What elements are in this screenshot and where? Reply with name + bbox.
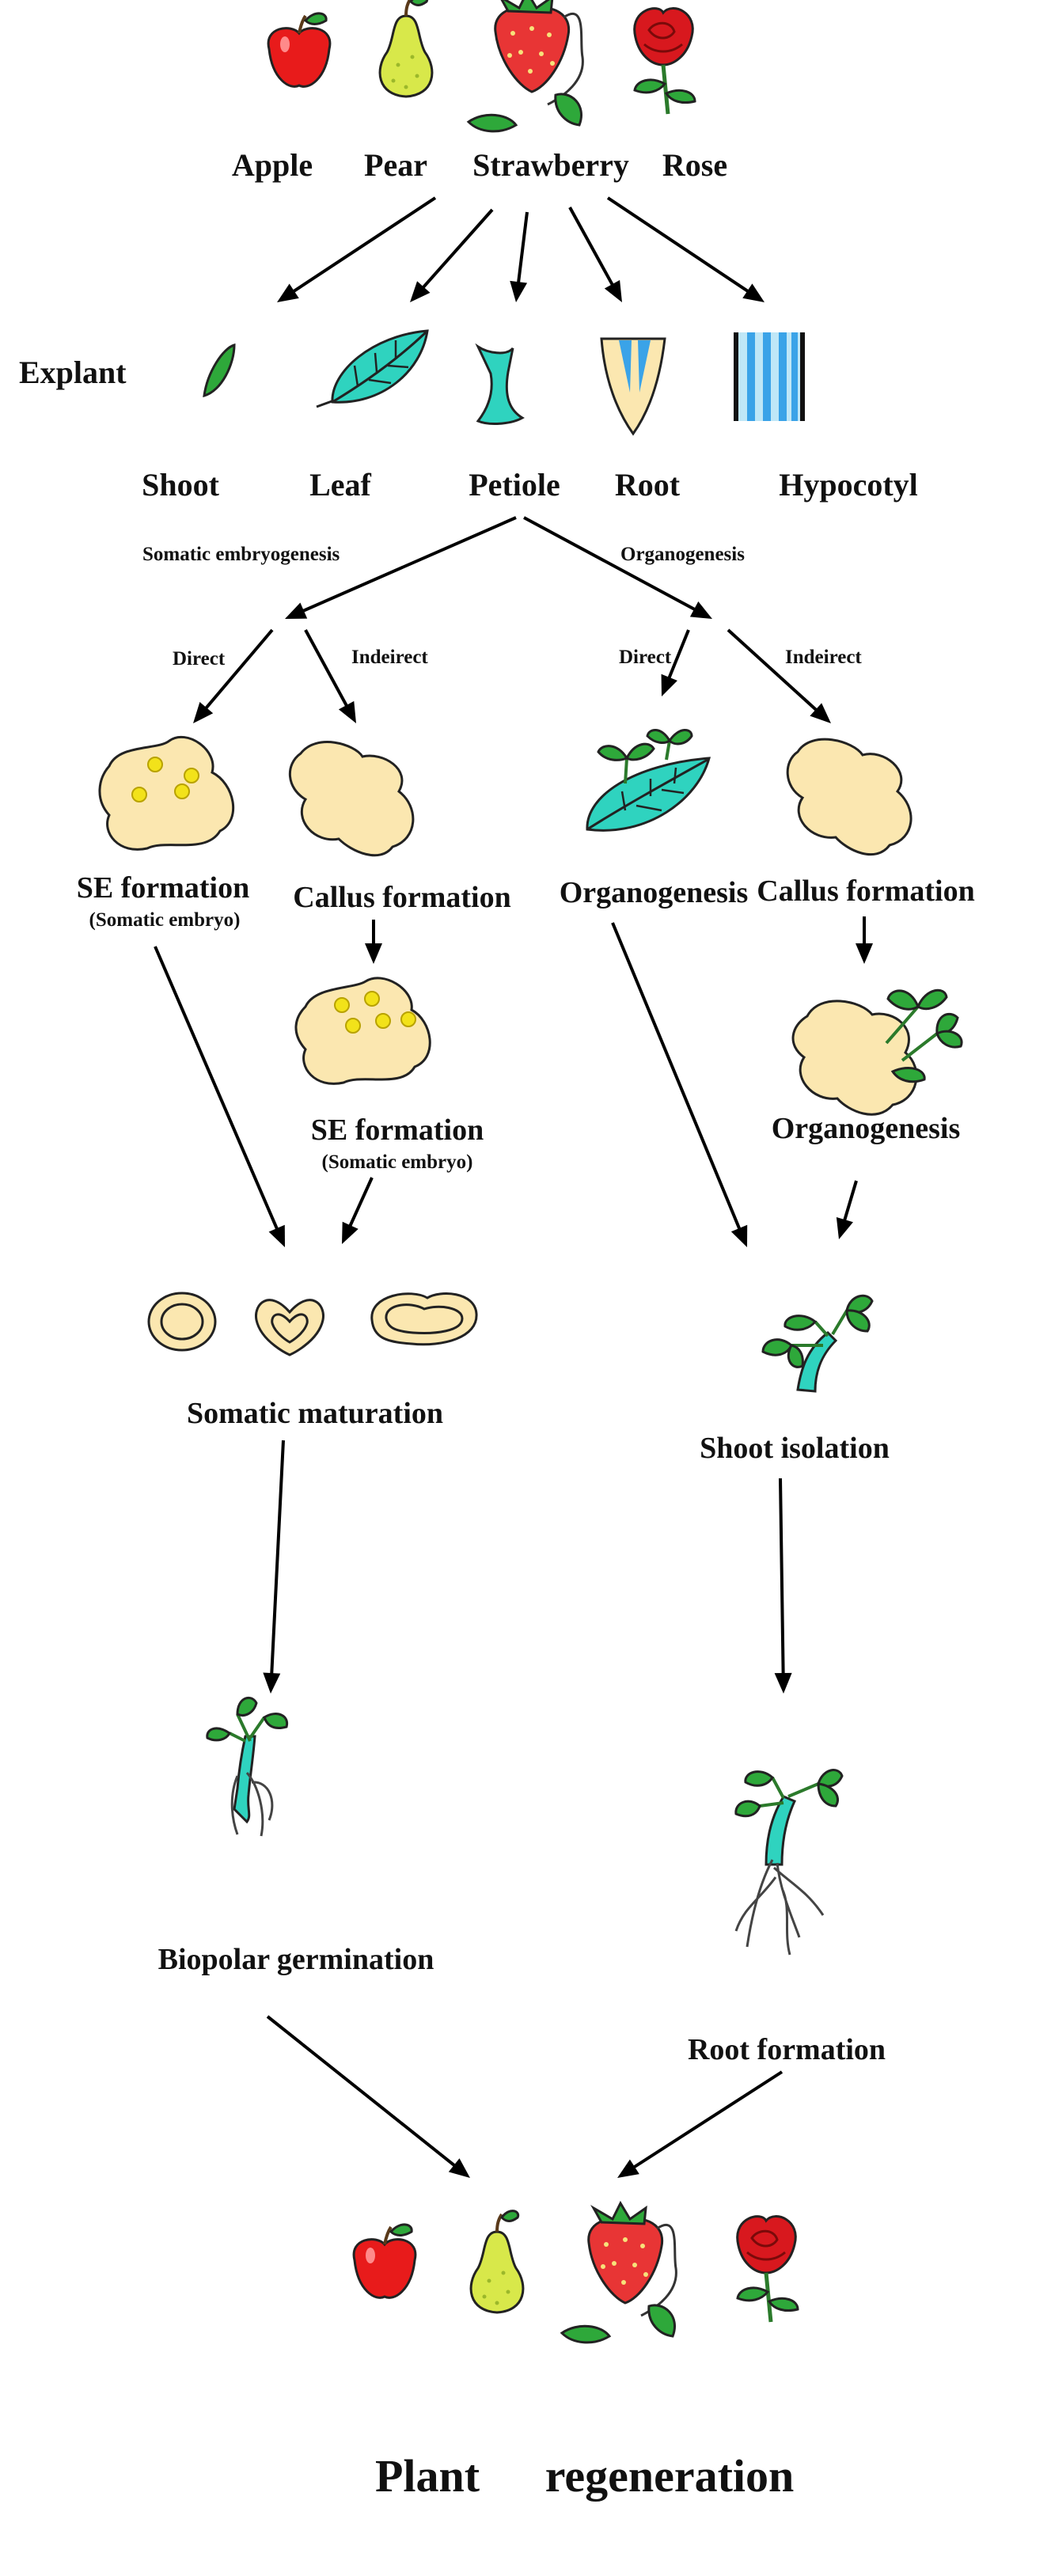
label-callus-formation-right: Callus formation (757, 874, 975, 908)
label-se-indirect: Indeirect (351, 647, 428, 668)
petiole-explant-icon (475, 343, 525, 425)
label-se-formation-2-sub: (Somatic embryo) (322, 1151, 473, 1173)
label-somatic-maturation: Somatic maturation (187, 1397, 443, 1430)
label-se-formation-2: SE formation (311, 1113, 484, 1147)
bottom-pear-icon (469, 2210, 525, 2314)
shoot-icon (761, 1294, 874, 1393)
arrow-root-to-plant-head (617, 2159, 639, 2178)
label-rose: Rose (662, 147, 727, 183)
top-strawberry-icon (466, 0, 584, 133)
label-root-formation: Root formation (688, 2033, 886, 2066)
bottom-strawberry-icon (560, 2200, 677, 2344)
arrow-org2-to-shoot (842, 1180, 858, 1222)
arrow-to-organogenesis-head (689, 601, 712, 619)
label-shoot-isolation: Shoot isolation (700, 1432, 890, 1465)
somatic-embryo-torpedo-icon (370, 1292, 478, 1346)
label-callus-formation-left: Callus formation (293, 881, 511, 914)
arrow-to-hypocotyl (606, 196, 750, 294)
arrow-org-to-shoot (611, 922, 742, 1231)
arrow-to-petiole (516, 211, 529, 284)
arrow-se2-to-maturation (348, 1177, 374, 1227)
arrow-org2-to-shoot-head (836, 1216, 853, 1239)
label-se-formation-sub: (Somatic embryo) (89, 909, 241, 931)
arrow-se-indirect-head (338, 700, 356, 723)
leaf-explant-icon (316, 329, 429, 408)
callus-blob-right-icon (786, 738, 913, 856)
arrow-to-root (568, 207, 615, 286)
arrow-se-to-maturation (154, 946, 279, 1231)
label-pear: Pear (364, 147, 427, 183)
arrow-se-direct-head (193, 702, 214, 723)
label-org-indirect: Indeirect (785, 647, 862, 668)
organogenesis-callus-icon (791, 988, 963, 1116)
arrow-org-direct (667, 629, 690, 680)
somatic-embryo-heart-icon (255, 1299, 324, 1356)
label-apple: Apple (232, 147, 313, 183)
label-organogenesis-direct: Organogenesis (560, 876, 749, 909)
root-explant-icon (600, 337, 666, 436)
rooted-plantlet-icon (734, 1769, 844, 1956)
label-leaf: Leaf (309, 467, 371, 503)
arrow-maturation-to-germination (270, 1440, 285, 1675)
arrow-to-petiole-head (510, 280, 528, 302)
germinated-plantlet-icon (206, 1696, 289, 1837)
arrow-to-leaf (421, 208, 494, 290)
arrow-germination-to-plant (266, 2015, 457, 2168)
arrow-to-hypocotyl-head (742, 283, 765, 302)
top-rose-icon (633, 7, 696, 115)
label-petiole: Petiole (469, 467, 560, 503)
arrow-se-indirect (304, 629, 349, 708)
label-organogenesis-indirect: Organogenesis (772, 1112, 961, 1145)
label-se-formation: SE formation (77, 871, 250, 905)
arrow-org-direct-head (661, 673, 677, 696)
arrow-shoot-to-root-head (774, 1672, 792, 1694)
arrow-to-root-head (604, 279, 622, 302)
somatic-embryo-globular-icon (147, 1292, 217, 1352)
label-strawberry: Strawberry (472, 147, 629, 183)
organogenesis-leaf-icon (586, 729, 711, 832)
label-root: Root (615, 467, 681, 503)
arrow-germination-to-plant-head (448, 2158, 470, 2178)
bottom-apple-icon (352, 2223, 417, 2299)
arrow-to-leaf-head (410, 281, 431, 302)
arrow-org-indirect-head (810, 703, 831, 723)
arrow-root-to-plant (632, 2070, 784, 2169)
final-label-regeneration: regeneration (545, 2450, 795, 2502)
shoot-explant-icon (203, 343, 236, 398)
callus-blob-left-icon (289, 741, 415, 857)
arrow-to-organogenesis (523, 516, 696, 612)
arrow-to-shoot (291, 196, 437, 294)
top-arrows (277, 196, 765, 302)
arrow-org-indirect (727, 628, 818, 712)
label-hypocotyl: Hypocotyl (779, 467, 918, 503)
label-org-direct: Direct (619, 647, 672, 668)
final-label-plant: Plant (375, 2450, 480, 2502)
hypocotyl-explant-icon (734, 332, 805, 421)
arrow-callus-to-org-head (856, 943, 873, 964)
arrow-maturation-to-germination-head (263, 1672, 281, 1694)
explant-label: Explant (19, 355, 127, 390)
label-shoot: Shoot (142, 467, 219, 503)
arrow-to-somatic-head (285, 602, 308, 619)
label-somatic-embryogenesis: Somatic embryogenesis (142, 544, 340, 565)
se-formation-blob-2-icon (294, 977, 431, 1085)
label-se-direct: Direct (173, 648, 226, 670)
arrow-callus-to-se-head (365, 943, 382, 964)
top-apple-icon (267, 12, 332, 88)
label-organogenesis-path: Organogenesis (620, 544, 745, 565)
arrow-se2-to-maturation-head (342, 1221, 359, 1244)
arrow-to-somatic (302, 516, 517, 613)
arrow-to-shoot-head (277, 283, 299, 302)
bottom-rose-icon (736, 2215, 799, 2323)
arrow-org-to-shoot-head (730, 1224, 748, 1247)
arrow-se-to-maturation-head (268, 1224, 285, 1247)
se-formation-blob-icon (98, 735, 235, 851)
label-biopolar-germination: Biopolar germination (158, 1943, 434, 1976)
top-pear-icon (378, 0, 434, 98)
arrow-shoot-to-root (779, 1478, 785, 1675)
arrow-se-direct (203, 628, 274, 710)
